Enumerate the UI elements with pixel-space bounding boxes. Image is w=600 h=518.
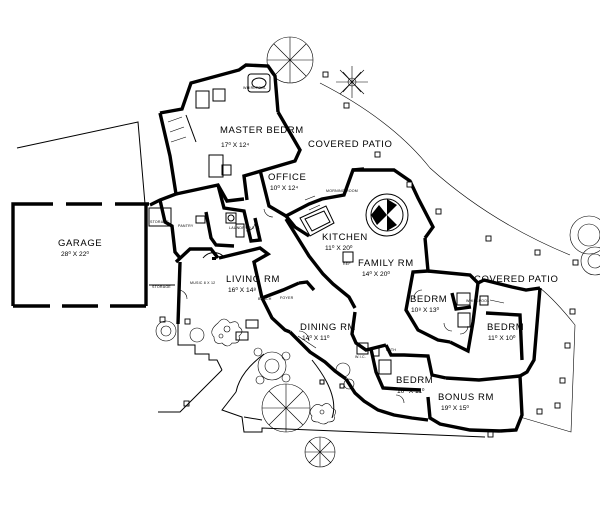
bedrm-right-upper-label: BEDRM: [410, 294, 447, 305]
patio-posts: [159, 71, 579, 438]
bedrm-right-upper-dim: 10⁸ X 13⁰: [411, 306, 440, 314]
living-rm-dim: 16⁰ X 14⁸: [228, 286, 256, 294]
bonus-rm-dim: 19⁰ X 15⁰: [441, 404, 469, 412]
wic-label: W.I.C.: [355, 355, 366, 359]
music-label: MUSIC 8 X 12: [190, 281, 215, 285]
whirlpool-master-label: WHIRLPOOL: [243, 86, 266, 90]
tree-top: [266, 36, 314, 84]
kitchen-label: KITCHEN: [322, 232, 368, 243]
landscape-trees: [155, 36, 600, 468]
shrub-courtyard-small: [335, 362, 355, 390]
whirlpool-right-label: WHIRLPOOL: [466, 299, 489, 303]
covered-patio-right-label: COVERED PATIO: [474, 274, 559, 285]
tree-entry-large: [261, 383, 311, 433]
bedrm-far-right-dim: 11⁰ X 10⁰: [488, 334, 516, 342]
shrub-courtyard-right: [309, 403, 336, 425]
storage-left-label: STORAGE: [150, 220, 169, 224]
office-dim: 10⁰ X 12⁴: [270, 184, 298, 192]
garage-outline: [11, 121, 175, 308]
garage-label: GARAGE: [58, 238, 102, 249]
tree-courtyard: [253, 347, 291, 385]
office-label: OFFICE: [268, 172, 306, 183]
storage-mid-label: STORAGE: [152, 285, 171, 289]
dining-rm-dim: 14⁰ X 11⁰: [302, 334, 330, 342]
small-labels: WHIRLPOOL LAUNDRY 9 X 11 STORAGE PANTRY …: [150, 86, 489, 359]
front-courtyard: [158, 319, 486, 438]
tree-entry-left: [155, 320, 205, 343]
morning-room-label: MORNING ROOM: [326, 189, 358, 193]
bath-label: BATH: [386, 348, 396, 352]
family-rm-dim: 14⁰ X 20⁰: [362, 270, 390, 278]
interior-fixtures: [167, 73, 505, 404]
tree-bottom: [304, 436, 336, 468]
tree-right-upper: [569, 215, 600, 276]
pantry-label: PANTRY: [178, 224, 194, 228]
master-bedrm-dim: 17⁰ X 12⁴: [221, 141, 249, 149]
house-walls: [149, 63, 542, 433]
room-labels: MASTER BEDRM 17⁰ X 12⁴ COVERED PATIO OFF…: [58, 125, 559, 412]
bedrm-lower-label: BEDRM: [396, 375, 433, 386]
bedrm-lower-dim: 10⁰ X 11⁰: [397, 387, 425, 395]
kitchen-dim: 11⁰ X 20⁰: [325, 244, 353, 252]
bench-label: BENCH: [258, 297, 272, 301]
laundry-label: LAUNDRY 9 X 11: [229, 226, 260, 230]
dining-rm-label: DINING RM: [300, 322, 356, 333]
ref-label: REF: [343, 262, 351, 266]
garage-dim: 28⁰ X 22⁰: [61, 250, 89, 258]
shrub-entry: [211, 318, 243, 347]
covered-patio-top-label: COVERED PATIO: [308, 139, 393, 150]
master-bedrm-label: MASTER BEDRM: [220, 125, 304, 136]
bonus-rm-label: BONUS RM: [438, 392, 494, 403]
foyer-label: FOYER: [280, 296, 294, 300]
bedrm-far-right-label: BEDRM: [487, 322, 524, 333]
living-rm-label: LIVING RM: [226, 274, 280, 285]
family-rm-label: FAMILY RM: [358, 258, 414, 269]
palm-top: [336, 66, 368, 98]
